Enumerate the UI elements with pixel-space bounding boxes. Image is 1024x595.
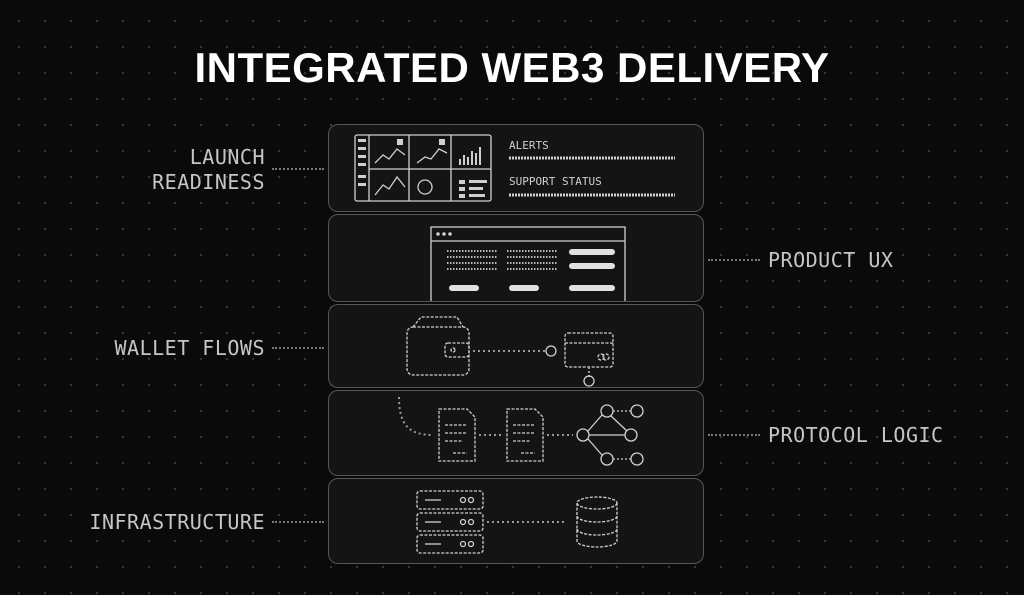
browser-window-icon <box>430 226 626 301</box>
layer-launch-readiness: ALERTS SUPPORT STATUS <box>328 124 704 212</box>
layer-infrastructure <box>328 478 704 564</box>
label-wallet-flows: WALLET FLOWS <box>114 336 265 360</box>
connector-protocol-logic <box>708 434 760 436</box>
connector-wallet-flows <box>272 347 324 349</box>
database-icon <box>576 496 618 548</box>
label-product-ux: PRODUCT UX <box>768 248 894 272</box>
page-title: INTEGRATED WEB3 DELIVERY <box>194 44 830 91</box>
label-launch-readiness-line2: READINESS <box>152 170 265 194</box>
label-infrastructure: INFRASTRUCTURE <box>89 510 265 534</box>
wallet-icon <box>406 316 470 376</box>
label-protocol-logic: PROTOCOL LOGIC <box>768 423 944 447</box>
alerts-label: ALERTS <box>509 139 549 152</box>
support-status-label: SUPPORT STATUS <box>509 175 602 188</box>
dashboard-icon: ALERTS SUPPORT STATUS <box>354 134 675 202</box>
connector-product-ux <box>708 259 760 261</box>
connector-launch-readiness <box>272 168 324 170</box>
layer-wallet-flows <box>328 304 704 388</box>
credit-card-icon <box>564 332 614 368</box>
label-launch-readiness: LAUNCH READINESS <box>110 145 265 195</box>
node-graph-icon <box>576 404 644 466</box>
document-icon <box>506 408 544 462</box>
label-launch-readiness-line1: LAUNCH <box>189 145 265 169</box>
layer-protocol-logic <box>328 390 704 476</box>
document-icon <box>438 408 476 462</box>
connector-infrastructure <box>272 521 324 523</box>
layer-product-ux <box>328 214 704 302</box>
server-rack-icon <box>416 490 484 554</box>
